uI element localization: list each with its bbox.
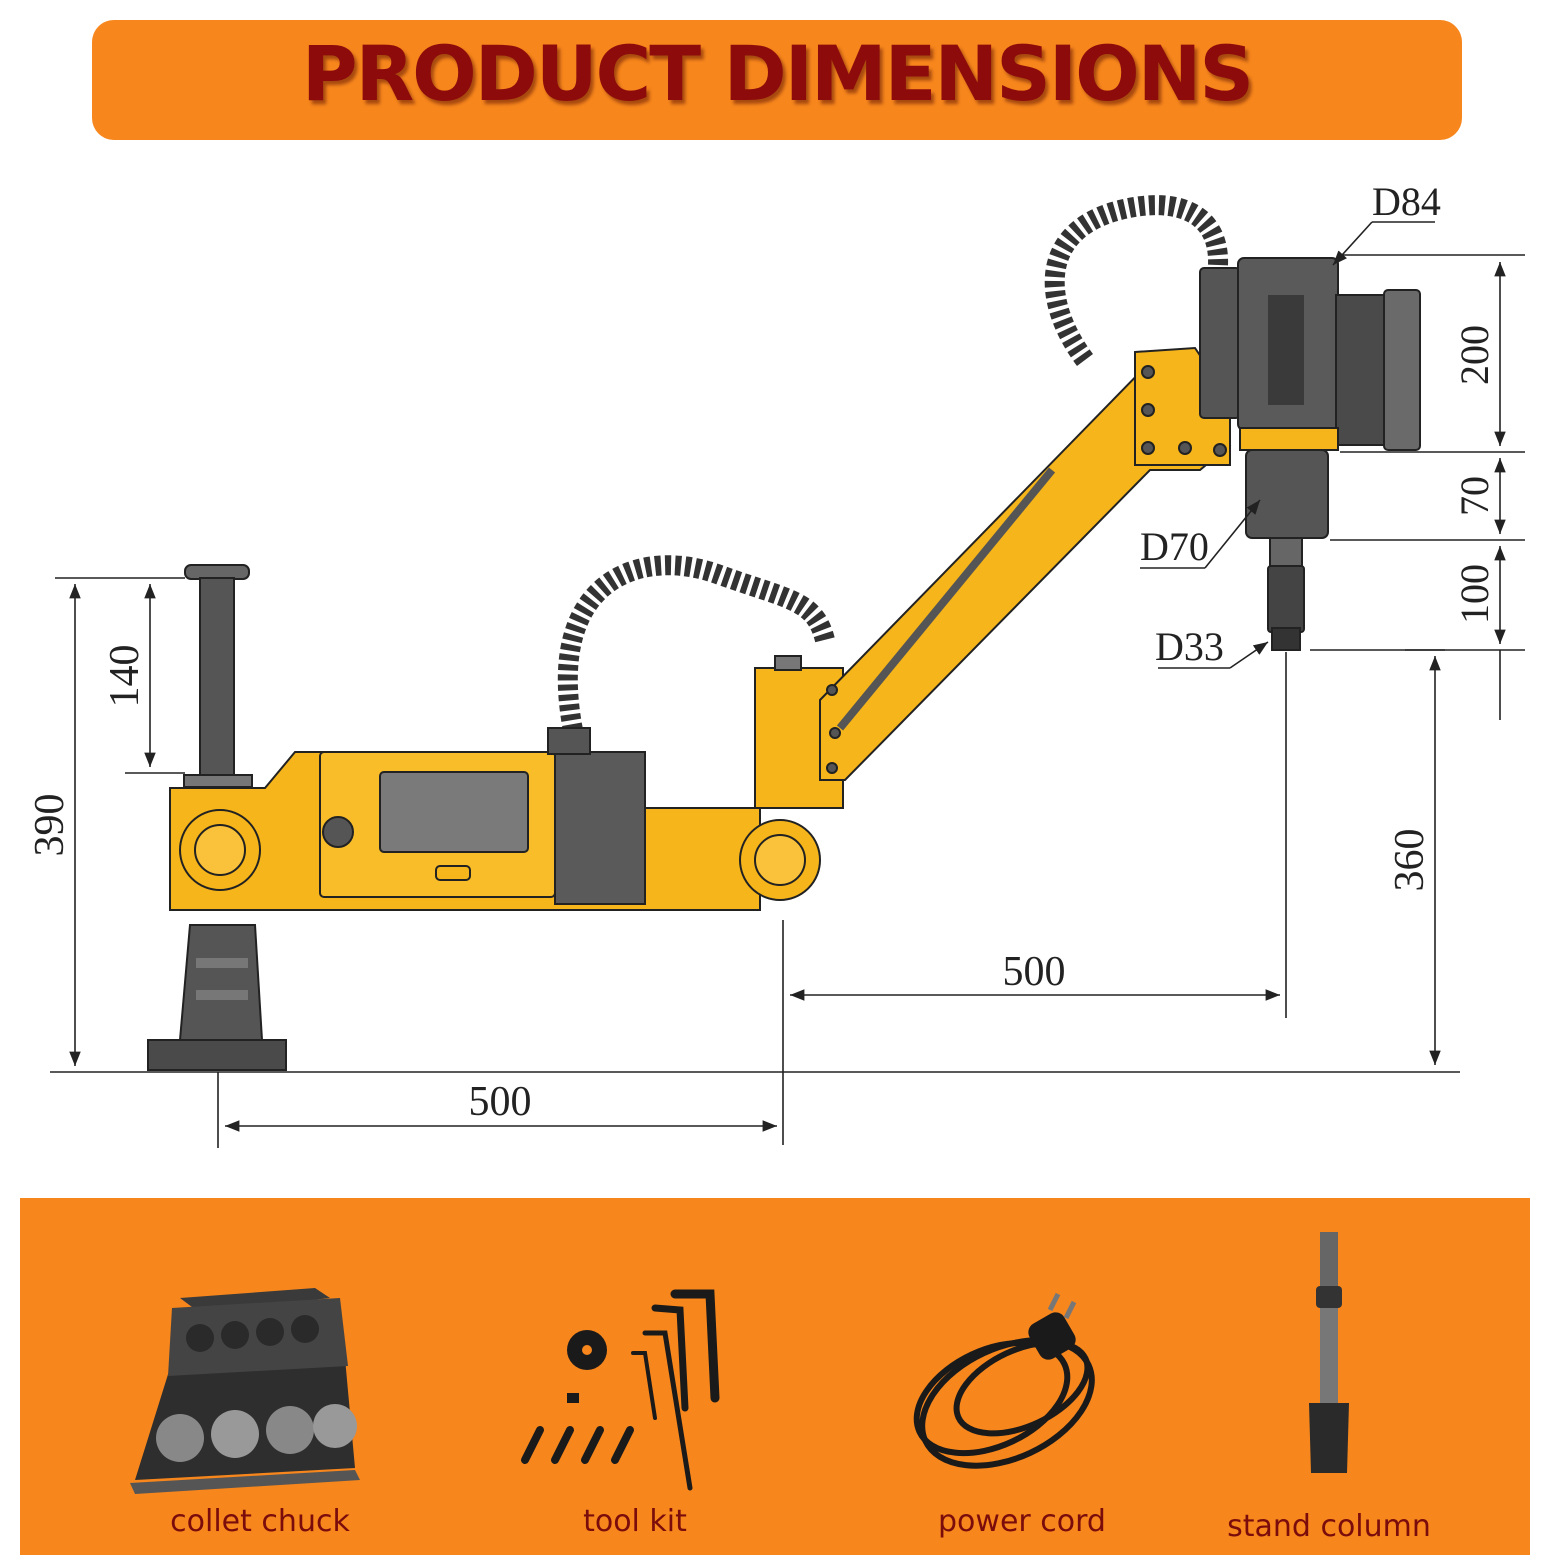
- accessory-tool-kit: tool kit: [485, 1198, 785, 1555]
- title-banner: PRODUCT DIMENSIONS: [92, 20, 1462, 140]
- stand-column-icon: [1309, 1232, 1349, 1473]
- label-height-100: 100: [1452, 564, 1497, 624]
- dimension-lines: [50, 221, 1525, 1148]
- label-height-360: 360: [1387, 829, 1433, 892]
- dimension-labels: D84 D70 D33 200 70 100 360 390 140 500 5…: [27, 179, 1497, 1125]
- accessories-panel: collet chuck tool kit: [20, 1198, 1530, 1555]
- accessory-label: tool kit: [583, 1504, 687, 1539]
- accessory-label: power cord: [938, 1504, 1106, 1539]
- label-d84: D84: [1372, 179, 1441, 224]
- accessory-label: collet chuck: [170, 1504, 350, 1539]
- page-title: PRODUCT DIMENSIONS: [301, 28, 1254, 118]
- label-d70: D70: [1140, 524, 1209, 569]
- tool-kit-icon: [521, 1289, 720, 1491]
- label-d33: D33: [1155, 624, 1224, 669]
- label-height-140: 140: [102, 645, 148, 708]
- accessory-label: stand column: [1227, 1509, 1431, 1544]
- label-reach-lower-500: 500: [469, 1079, 532, 1125]
- dimension-diagram: D84 D70 D33 200 70 100 360 390 140 500 5…: [27, 179, 1525, 1148]
- accessory-power-cord: power cord: [872, 1198, 1172, 1555]
- accessory-stand-column: stand column: [1179, 1198, 1479, 1555]
- label-height-70: 70: [1452, 476, 1497, 516]
- label-reach-upper-500: 500: [1003, 949, 1066, 995]
- power-cord-icon: [913, 1292, 1095, 1469]
- label-height-390: 390: [27, 794, 73, 857]
- label-height-200: 200: [1452, 325, 1497, 385]
- accessory-collet-chuck: collet chuck: [110, 1198, 410, 1555]
- collet-case-icon: [130, 1288, 360, 1494]
- tapping-machine-drawing: [147, 195, 1421, 1071]
